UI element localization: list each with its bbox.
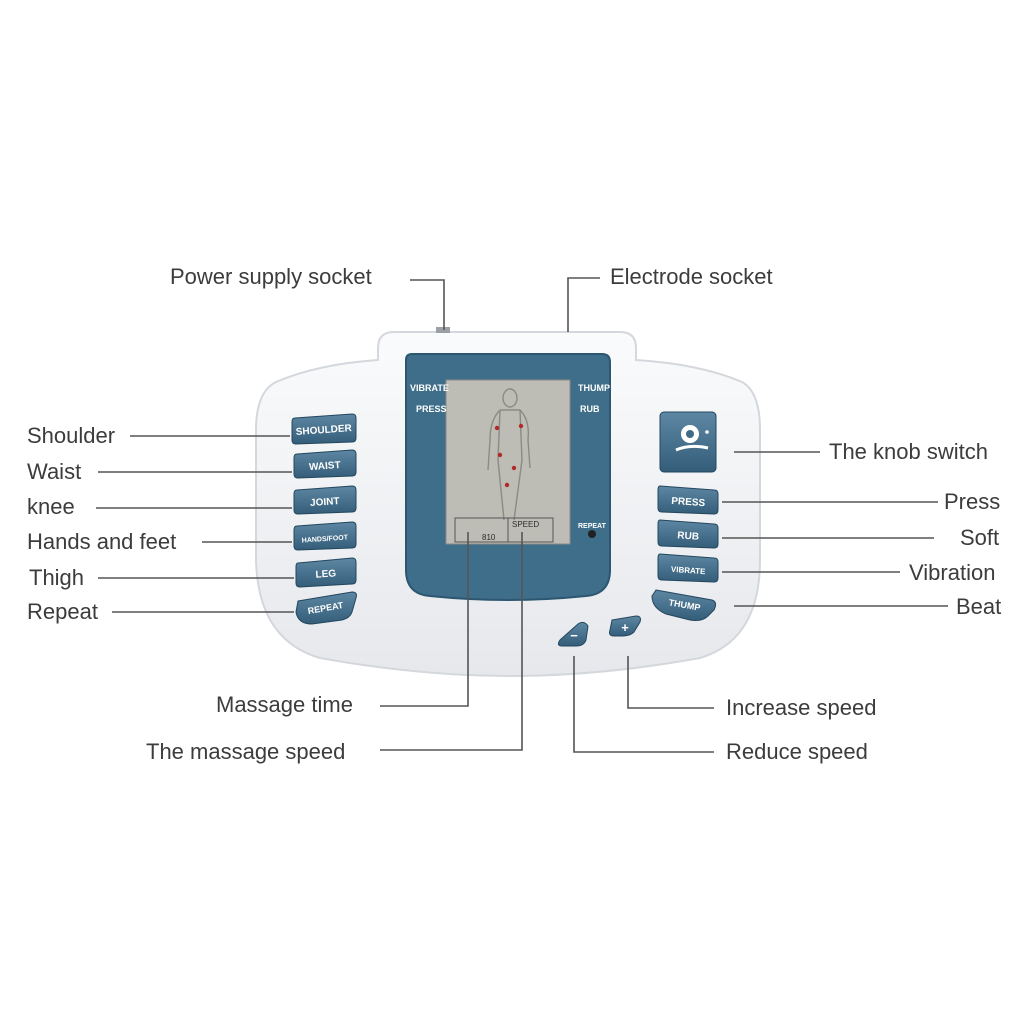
callout-electrode-socket: Electrode socket — [610, 266, 773, 288]
callout-shoulder: Shoulder — [27, 425, 115, 447]
callout-increase-speed: Increase speed — [726, 697, 876, 719]
callout-massage-time: Massage time — [216, 694, 353, 716]
waist-button[interactable]: WAIST — [309, 460, 341, 473]
callout-beat: Beat — [956, 596, 1001, 618]
rub-button[interactable]: RUB — [677, 530, 699, 542]
joint-button[interactable]: JOINT — [310, 496, 340, 509]
plus-icon: + — [621, 620, 629, 635]
callout-repeat: Repeat — [27, 601, 98, 623]
callout-vibration: Vibration — [909, 562, 995, 584]
lcd-mode-vibrate: VIBRATE — [410, 383, 449, 393]
callout-reduce-speed: Reduce speed — [726, 741, 868, 763]
callout-soft: Soft — [960, 527, 999, 549]
callout-waist: Waist — [27, 461, 81, 483]
callout-knob-switch: The knob switch — [829, 441, 988, 463]
lcd-speed-label: SPEED — [512, 520, 539, 529]
leg-button[interactable]: LEG — [315, 568, 336, 580]
lcd-mode-press: PRESS — [416, 404, 447, 414]
callout-hands-and-feet: Hands and feet — [27, 531, 176, 553]
callout-thigh: Thigh — [29, 567, 84, 589]
callout-press: Press — [944, 491, 1000, 513]
callout-massage-speed: The massage speed — [146, 741, 345, 763]
lcd-mode-rub: RUB — [580, 404, 600, 414]
lcd-time-value: 810 — [482, 533, 496, 542]
lcd-mode-thump: THUMP — [578, 383, 610, 393]
callout-knee: knee — [27, 496, 75, 518]
callout-power-supply-socket: Power supply socket — [170, 266, 372, 288]
lcd-repeat-label: REPEAT — [578, 523, 607, 530]
minus-icon: − — [570, 628, 578, 643]
power-socket-icon — [436, 327, 450, 333]
repeat-indicator-icon — [588, 530, 596, 538]
